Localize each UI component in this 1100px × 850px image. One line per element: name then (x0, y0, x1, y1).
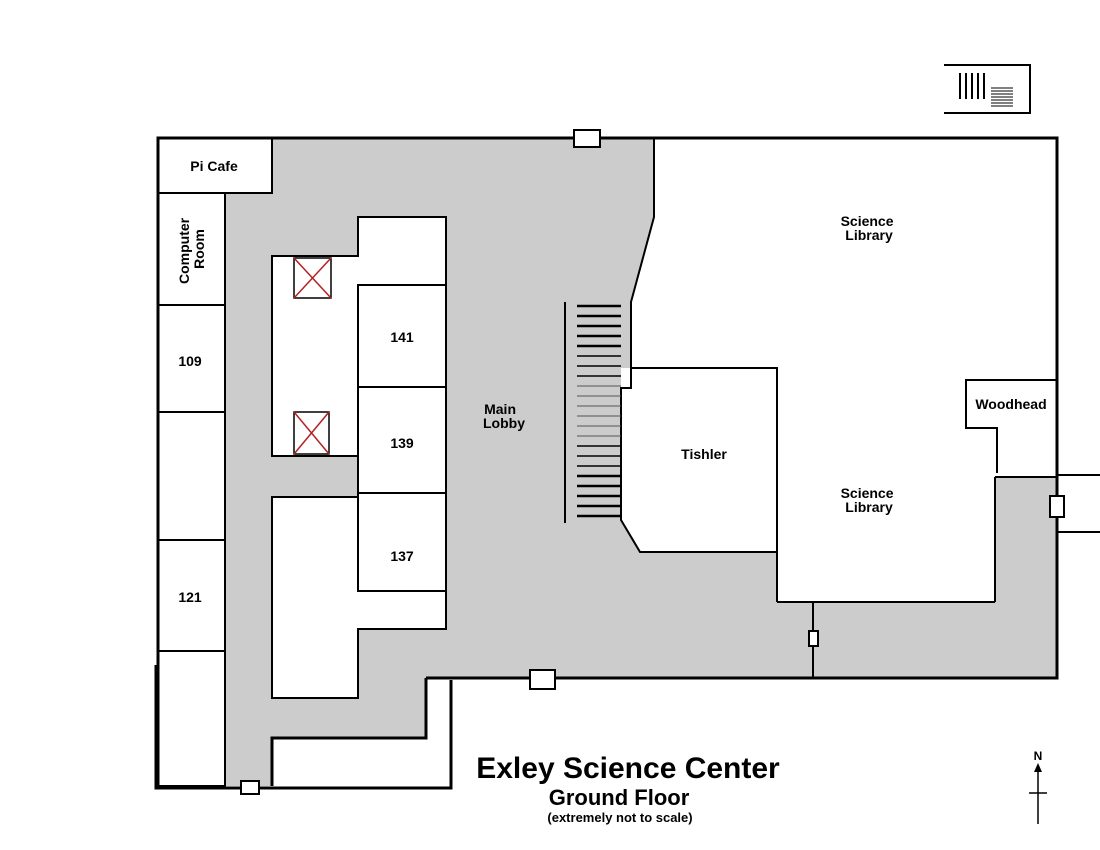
south-door[interactable] (529, 669, 556, 690)
tishler-label: Tishler (681, 446, 727, 462)
elevator-icon (293, 411, 330, 455)
main-stairs-icon (564, 302, 621, 523)
room-109-label: 109 (178, 353, 202, 369)
room-121-label: 121 (178, 589, 202, 605)
room-blank-1 (157, 411, 226, 541)
tishler-room[interactable] (620, 367, 778, 553)
map-note: (extremely not to scale) (547, 810, 692, 825)
main-lobby-label-line2: Lobby (483, 415, 525, 431)
science-library-upper-line2: Library (845, 227, 893, 243)
science-library-upper-line1: Science (841, 213, 894, 229)
southwest-door[interactable] (240, 780, 260, 795)
east-entrance (1057, 474, 1100, 533)
map-titles: Exley Science Center Ground Floor (extre… (476, 752, 780, 825)
computer-room-label-line1: Computer (176, 217, 192, 284)
science-library-upper-label: Science Library (841, 213, 898, 243)
computer-room-label-line2: Room (191, 229, 207, 269)
room-141-area[interactable] (357, 284, 447, 388)
science-library-lower-label: Science Library (841, 485, 898, 515)
map-title: Exley Science Center (476, 752, 780, 785)
room-blank-2 (157, 650, 226, 787)
compass-label: N (1034, 749, 1043, 763)
room-139-area[interactable] (357, 386, 447, 494)
room-141-label: 141 (390, 329, 414, 345)
elevator-icons (293, 257, 332, 455)
stairs-legend-icon (944, 64, 1031, 114)
room-labels: Pi Cafe Computer Room 109 121 141 139 13… (176, 158, 1047, 605)
lower-inner-room (271, 496, 447, 699)
woodhead-label: Woodhead (975, 396, 1046, 412)
science-library-lower-line2: Library (845, 499, 893, 515)
woodhead-room[interactable] (965, 379, 1057, 473)
east-door[interactable] (1049, 495, 1065, 518)
computer-room[interactable] (157, 192, 226, 306)
doors (240, 129, 1065, 795)
left-rooms (157, 137, 273, 787)
outer-walls (154, 136, 1059, 790)
main-lobby-label-line1: Main (484, 401, 516, 417)
room-137-label: 137 (390, 548, 414, 564)
room-137-area[interactable] (357, 492, 447, 592)
library-area (620, 138, 1057, 603)
computer-room-label: Computer Room (176, 214, 207, 284)
room-139-label: 139 (390, 435, 414, 451)
library-door[interactable] (808, 630, 819, 647)
main-lobby-label: Main Lobby (483, 401, 525, 431)
elevator-icon (293, 257, 332, 299)
north-door[interactable] (573, 129, 601, 148)
science-library-lower-line1: Science (841, 485, 894, 501)
north-arrow-icon: N (1029, 749, 1047, 824)
map-subtitle: Ground Floor (549, 785, 690, 810)
pi-cafe-label: Pi Cafe (190, 158, 238, 174)
